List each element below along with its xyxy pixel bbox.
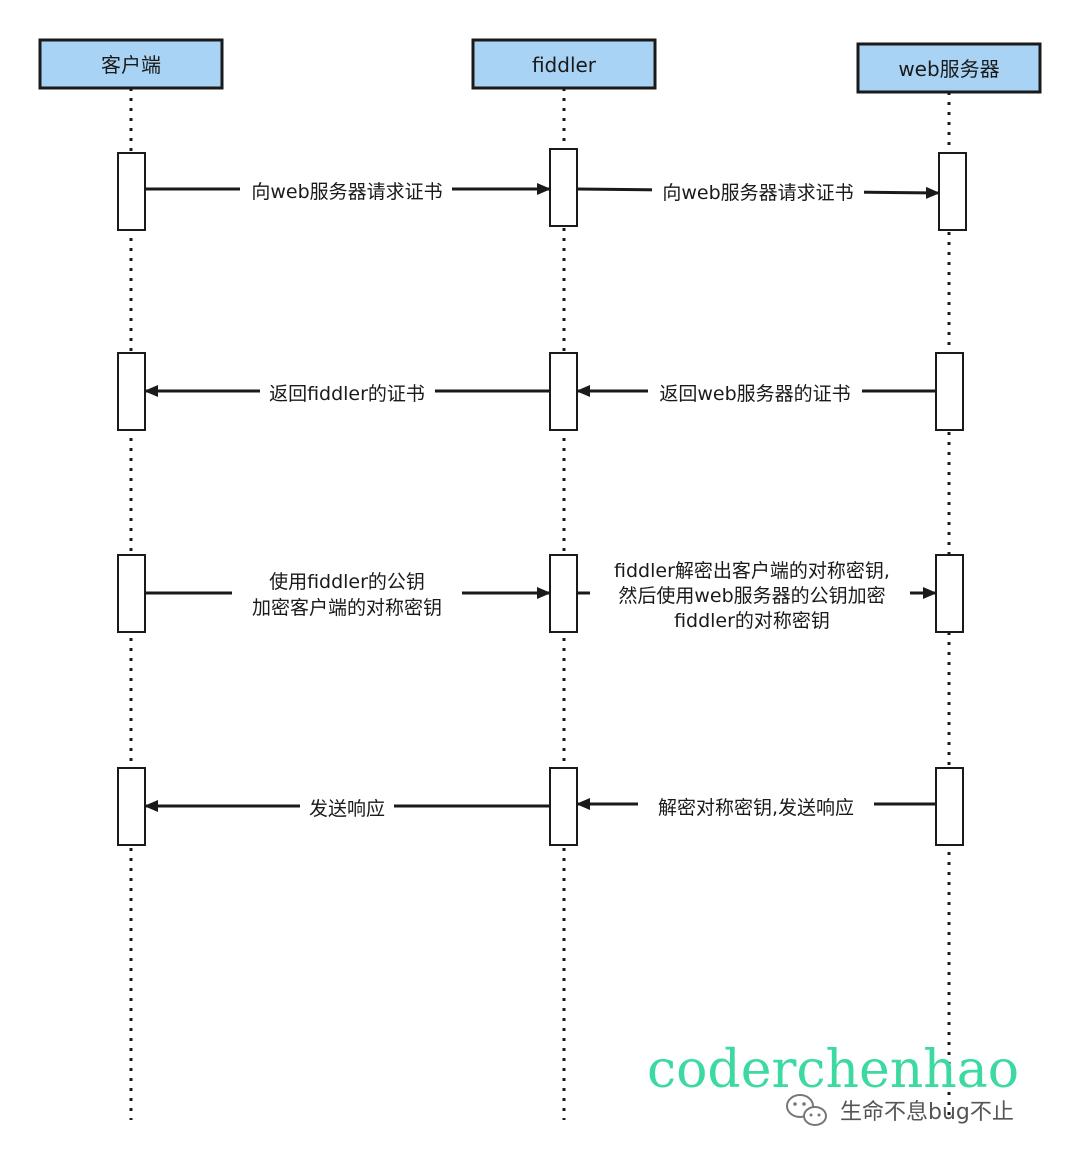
activation-client-1 xyxy=(117,152,146,231)
watermark: coderchenhao 生命不息bug不止 xyxy=(647,1040,1019,1126)
activation-server-3 xyxy=(935,554,964,633)
activation-server-2 xyxy=(935,352,964,431)
actor-client: 客户端 xyxy=(38,38,224,90)
actor-client-label: 客户端 xyxy=(101,53,161,77)
actor-server: web服务器 xyxy=(856,42,1042,94)
message-8-label: 解密对称密钥,发送响应 xyxy=(658,797,854,819)
activation-fiddler-1 xyxy=(549,148,578,227)
message-3-label: 返回fiddler的证书 xyxy=(269,383,425,405)
message-7-label: 发送响应 xyxy=(309,798,385,820)
message-6-label-line-3: fiddler的对称密钥 xyxy=(674,610,830,632)
activation-client-3 xyxy=(117,554,146,633)
message-5: 使用fiddler的公钥 加密客户端的对称密钥 xyxy=(145,569,551,621)
message-2: 向web服务器请求证书 xyxy=(576,177,940,205)
message-1: 向web服务器请求证书 xyxy=(145,176,551,204)
activation-fiddler-4 xyxy=(549,767,578,846)
activation-client-2 xyxy=(117,352,146,431)
watermark-account: 生命不息bug不止 xyxy=(840,1100,1014,1125)
actor-server-label: web服务器 xyxy=(898,57,999,81)
activation-server-1 xyxy=(938,152,967,231)
actor-fiddler-label: fiddler xyxy=(532,53,597,77)
lifelines xyxy=(129,88,951,1120)
actor-fiddler: fiddler xyxy=(471,38,657,90)
message-5-label-line-2: 加密客户端的对称密钥 xyxy=(252,597,442,619)
message-4-label: 返回web服务器的证书 xyxy=(659,383,850,405)
wechat-icon xyxy=(786,1094,827,1126)
activation-client-4 xyxy=(117,767,146,846)
message-6-label-line-1: fiddler解密出客户端的对称密钥, xyxy=(614,560,890,582)
message-8: 解密对称密钥,发送响应 xyxy=(576,792,936,820)
message-6-label-line-2: 然后使用web服务器的公钥加密 xyxy=(618,585,885,607)
watermark-text: coderchenhao xyxy=(647,1040,1019,1100)
message-5-label-line-1: 使用fiddler的公钥 xyxy=(269,571,425,593)
message-1-label: 向web服务器请求证书 xyxy=(251,181,442,203)
message-7: 发送响应 xyxy=(144,793,550,821)
message-2-label: 向web服务器请求证书 xyxy=(662,182,853,204)
activation-fiddler-3 xyxy=(549,554,578,633)
message-3: 返回fiddler的证书 xyxy=(144,378,550,406)
activation-server-4 xyxy=(935,767,964,846)
message-4: 返回web服务器的证书 xyxy=(576,378,936,406)
message-6: fiddler解密出客户端的对称密钥, 然后使用web服务器的公钥加密 fidd… xyxy=(577,554,937,632)
activations xyxy=(117,148,967,846)
activation-fiddler-2 xyxy=(549,352,578,431)
